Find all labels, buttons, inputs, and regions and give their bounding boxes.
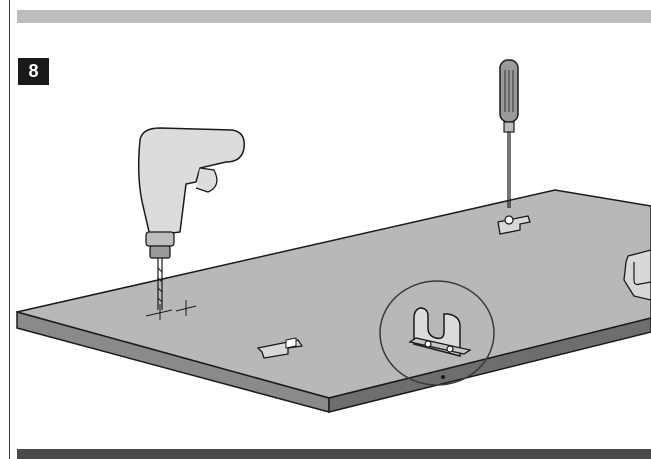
page-margin-rule [9, 0, 10, 459]
bracket-back [497, 215, 531, 235]
board-panel [16, 189, 651, 413]
drill-mark-icon [145, 300, 197, 320]
bracket-right [623, 249, 651, 301]
drill-icon [137, 127, 245, 310]
board-top-surface [16, 189, 651, 399]
footer-band [17, 449, 651, 459]
detail-magnifier [379, 280, 495, 386]
bracket-middle [256, 337, 304, 359]
screwdriver-icon [499, 59, 519, 208]
header-band [17, 10, 651, 23]
step-number-badge: 8 [18, 58, 49, 85]
board-side-edge [328, 317, 651, 413]
